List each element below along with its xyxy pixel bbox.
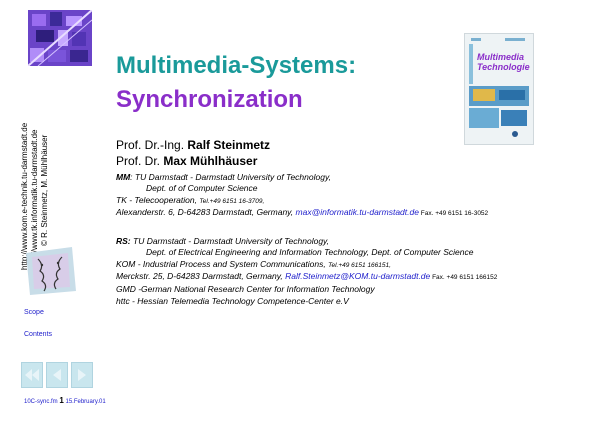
rs-fax: Fax. +49 6151 166152 — [430, 274, 498, 281]
next-page-icon — [78, 369, 86, 381]
scope-link[interactable]: Scope — [24, 309, 44, 316]
book-title-line2: Technologie — [477, 62, 530, 72]
page-title: Multimedia-Systems: — [116, 52, 357, 79]
mm-fax: Fax. +49 6151 16-3052 — [418, 210, 489, 217]
mm-line1: : TU Darmstadt - Darmstadt University of… — [130, 172, 331, 182]
rs-affiliation-line5: GMD -German National Research Center for… — [116, 284, 375, 294]
book-cover-icon: Multimedia Technologie — [464, 33, 534, 145]
rs-phone: Tel.+49 6151 166151, — [328, 262, 391, 269]
footer-page-number: 1 — [59, 396, 64, 405]
mm-phone: Tel.+49 6151 16-3709, — [199, 198, 265, 205]
nav-buttons — [21, 362, 97, 388]
rs-affiliation-line4: Merckstr. 25, D-64283 Darmstadt, Germany… — [116, 271, 497, 283]
mm-affiliation-line2: Dept. of of Computer Science — [146, 183, 258, 193]
mm-affiliation-line4: Alexanderstr. 6, D-64283 Darmstadt, Germ… — [116, 207, 488, 219]
book-title-line1: Multimedia — [477, 52, 525, 62]
contents-link[interactable]: Contents — [24, 331, 53, 338]
page-subtitle: Synchronization — [116, 86, 303, 113]
rs-email-link[interactable]: Ralf.Steinmetz@KOM.tu-darmstadt.de — [285, 271, 431, 281]
mm-tag: MM — [116, 172, 131, 182]
author-muehlhaeuser: Prof. Dr. Max Mühlhäuser — [116, 154, 257, 168]
author-steinmetz: Prof. Dr.-Ing. Ralf Steinmetz — [116, 138, 270, 152]
footer-file: 10C-sync.fm — [24, 399, 58, 405]
mm-affiliation-line3: TK - Telecooperation, Tel.+49 6151 16-37… — [116, 195, 264, 207]
mm-line3a: TK - Telecooperation, — [116, 195, 200, 205]
rs-line3a: KOM - Industrial Process and System Comm… — [116, 259, 329, 269]
faces-image-icon — [22, 245, 78, 297]
footer: 10C-sync.fm 1 15.February.01 — [24, 396, 106, 405]
author-title: Prof. Dr.-Ing. — [116, 138, 188, 152]
mm-address: Alexanderstr. 6, D-64283 Darmstadt, Germ… — [116, 207, 296, 217]
footer-date: 15.February.01 — [65, 399, 106, 405]
rs-tag: RS: — [116, 236, 131, 246]
author-title: Prof. Dr. — [116, 154, 164, 168]
prev-page-icon — [53, 369, 61, 381]
rs-line1: TU Darmstadt - Darmstadt University of T… — [130, 236, 330, 246]
rs-affiliation-line6: httc - Hessian Telemedia Technology Comp… — [116, 296, 349, 306]
rs-affiliation-line3: KOM - Industrial Process and System Comm… — [116, 259, 391, 271]
logo-mosaic-icon — [27, 9, 93, 67]
first-page-button[interactable] — [21, 362, 43, 388]
rs-affiliation-line2: Dept. of Electrical Engineering and Info… — [146, 247, 474, 257]
mm-email-link[interactable]: max@informatik.tu-darmstadt.de — [295, 207, 419, 217]
rs-address: Merckstr. 25, D-64283 Darmstadt, Germany… — [116, 271, 286, 281]
vertical-url-block: http://www.kom.e-technik.tu-darmstadt.de… — [20, 70, 80, 270]
vertical-copyright: © R. Steinmetz, M. Mühlhäuser — [40, 134, 49, 246]
rs-affiliation-line1: RS: TU Darmstadt - Darmstadt University … — [116, 236, 329, 247]
author-name: Ralf Steinmetz — [187, 138, 271, 152]
prev-page-button[interactable] — [46, 362, 68, 388]
author-name: Max Mühlhäuser — [163, 154, 258, 168]
mm-affiliation-line1: MM: TU Darmstadt - Darmstadt University … — [116, 172, 331, 183]
first-page-icon — [25, 369, 39, 381]
next-page-button[interactable] — [71, 362, 93, 388]
